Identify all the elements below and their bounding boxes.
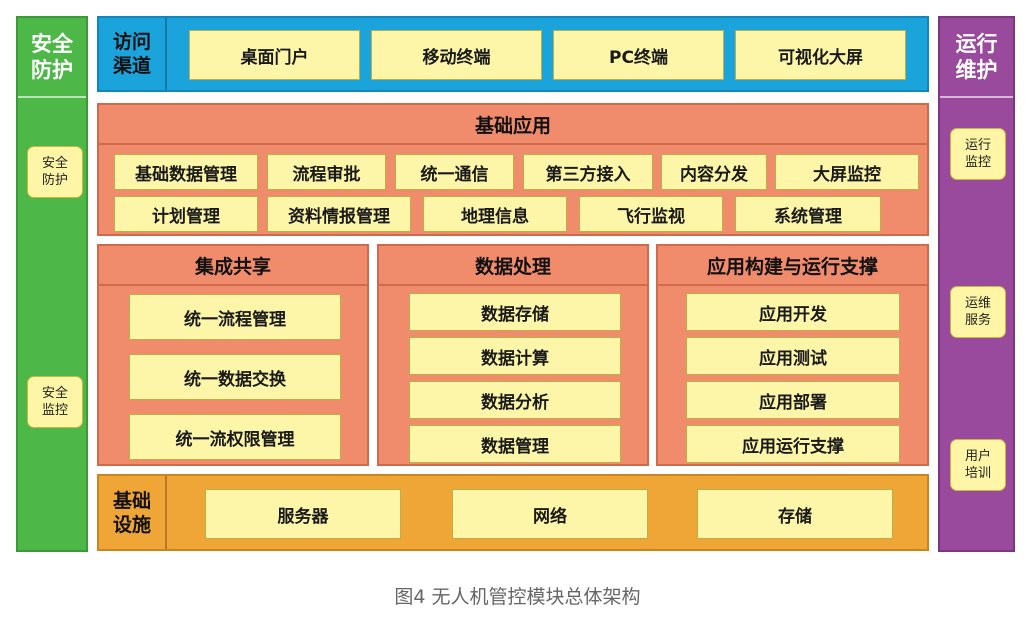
app-support-title: 应用构建与运行支撑 — [658, 246, 927, 286]
data-processing-section: 数据处理 数据存储 数据计算 数据分析 数据管理 — [377, 244, 649, 466]
integration-item: 统一流程管理 — [129, 294, 341, 340]
storage-box: 存储 — [697, 489, 893, 539]
data-processing-item: 数据计算 — [409, 337, 621, 375]
ops-service-item: 运维 服务 — [950, 286, 1006, 338]
app-support-section: 应用构建与运行支撑 应用开发 应用测试 应用部署 应用运行支撑 — [656, 244, 929, 466]
integration-title: 集成共享 — [99, 246, 367, 286]
server-box: 服务器 — [205, 489, 401, 539]
figure-caption: 图4 无人机管控模块总体架构 — [394, 586, 641, 608]
ops-monitoring-item: 运行 监控 — [950, 128, 1006, 180]
user-training-item: 用户 培训 — [950, 439, 1006, 491]
basic-app-item: 系统管理 — [735, 196, 881, 232]
access-channel-label: 访问 渠道 — [99, 18, 167, 90]
app-support-item: 应用运行支撑 — [686, 425, 900, 463]
basic-app-item: 飞行监视 — [579, 196, 723, 232]
basic-app-item: 流程审批 — [267, 154, 386, 190]
data-processing-item: 数据管理 — [409, 425, 621, 463]
infrastructure-band: 基础 设施 服务器 网络 存储 — [97, 474, 929, 551]
integration-section: 集成共享 统一流程管理 统一数据交换 统一流权限管理 — [97, 244, 369, 466]
basic-apps-section: 基础应用 基础数据管理 流程审批 统一通信 第三方接入 内容分发 大屏监控 计划… — [97, 103, 929, 236]
basic-app-item: 基础数据管理 — [114, 154, 258, 190]
data-processing-item: 数据分析 — [409, 381, 621, 419]
basic-app-item: 计划管理 — [114, 196, 258, 232]
infrastructure-label: 基础 设施 — [99, 476, 167, 549]
app-support-item: 应用部署 — [686, 381, 900, 419]
integration-item: 统一数据交换 — [129, 354, 341, 400]
access-channel-band: 访问 渠道 桌面门户 移动终端 PC终端 可视化大屏 — [97, 16, 929, 92]
integration-item: 统一流权限管理 — [129, 414, 341, 460]
pc-terminal-box: PC终端 — [553, 30, 724, 80]
data-processing-title: 数据处理 — [379, 246, 647, 286]
operations-column-title: 运行 维护 — [940, 18, 1013, 98]
operations-column: 运行 维护 运行 监控 运维 服务 用户 培训 — [938, 16, 1015, 552]
data-processing-item: 数据存储 — [409, 293, 621, 331]
app-support-item: 应用开发 — [686, 293, 900, 331]
basic-app-item: 地理信息 — [423, 196, 567, 232]
security-protection-item: 安全 防护 — [27, 146, 83, 198]
basic-apps-title: 基础应用 — [99, 105, 927, 145]
desktop-portal-box: 桌面门户 — [189, 30, 360, 80]
basic-app-item: 第三方接入 — [523, 154, 653, 190]
basic-app-item: 资料情报管理 — [267, 196, 411, 232]
visual-screen-box: 可视化大屏 — [735, 30, 906, 80]
network-box: 网络 — [452, 489, 648, 539]
basic-app-item: 统一通信 — [395, 154, 514, 190]
app-support-item: 应用测试 — [686, 337, 900, 375]
security-monitoring-item: 安全 监控 — [27, 376, 83, 428]
basic-app-item: 内容分发 — [661, 154, 767, 190]
mobile-terminal-box: 移动终端 — [371, 30, 542, 80]
security-column: 安全 防护 安全 防护 安全 监控 — [16, 16, 88, 552]
security-column-title: 安全 防护 — [18, 18, 86, 98]
basic-app-item: 大屏监控 — [775, 154, 919, 190]
